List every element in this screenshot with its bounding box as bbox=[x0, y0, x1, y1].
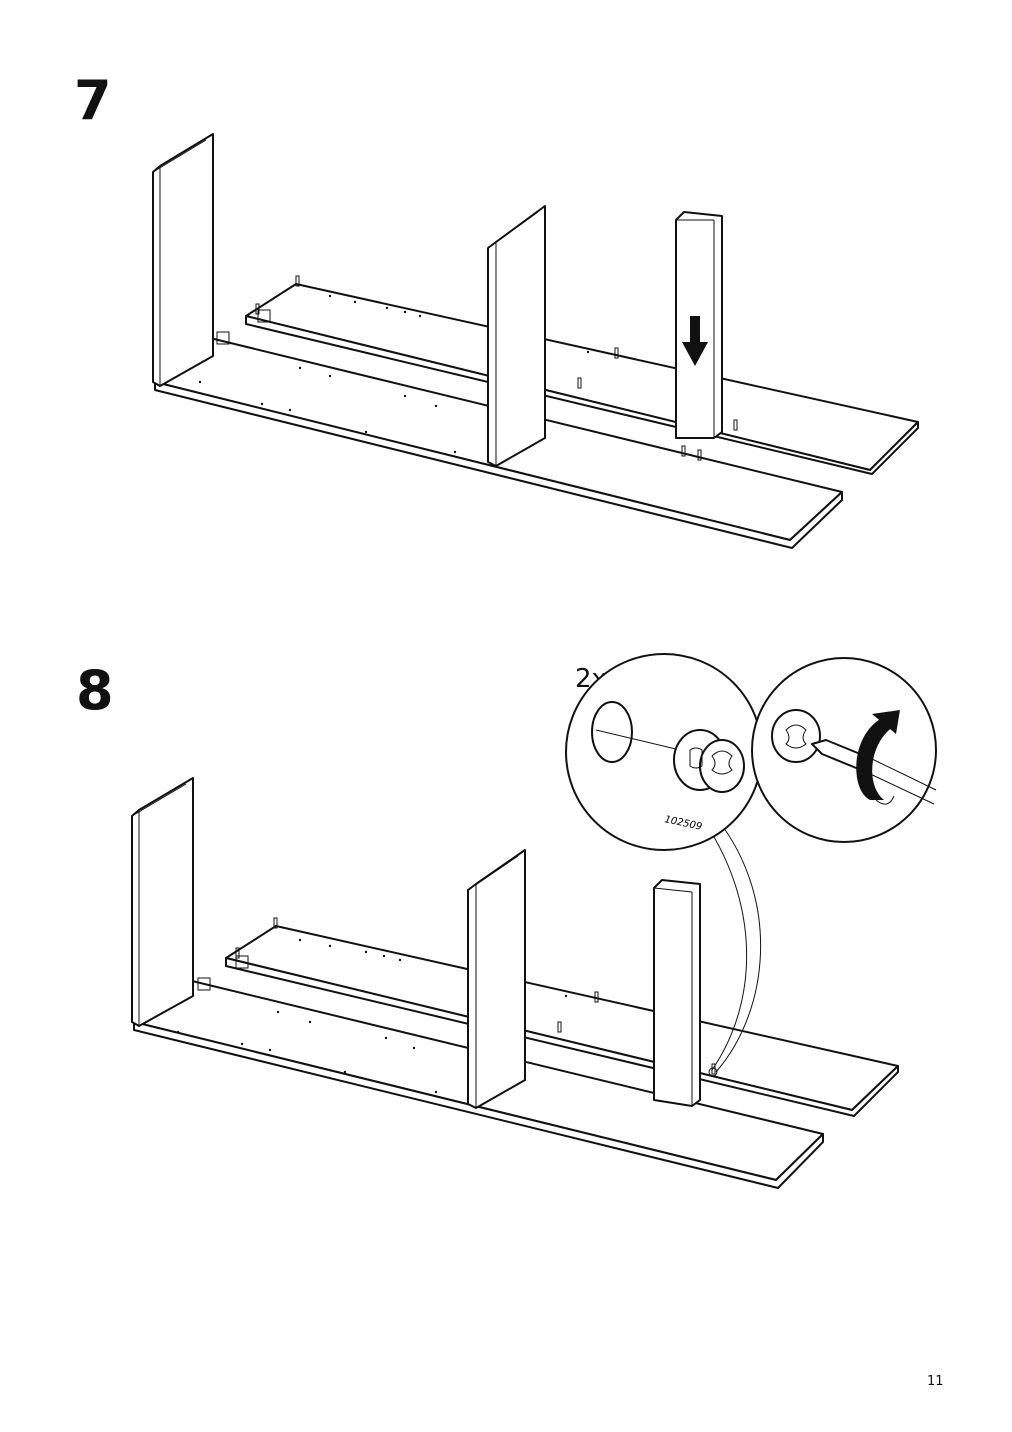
detail-callout-line bbox=[699, 814, 748, 1071]
step-8-illustration: 102509 bbox=[131, 653, 937, 1189]
down-arrow-icon bbox=[682, 316, 708, 366]
step-8-number: 8 bbox=[76, 659, 114, 722]
cam-lock-detail: 102509 bbox=[565, 653, 763, 851]
rear-panel-edge bbox=[225, 957, 899, 1117]
middle-divider bbox=[487, 205, 546, 467]
page-number: 11 bbox=[927, 1374, 944, 1389]
corner-bracket bbox=[197, 977, 211, 991]
left-side-panel bbox=[152, 133, 214, 387]
cam-lock-location bbox=[708, 1067, 718, 1077]
step-7-number: 7 bbox=[74, 69, 112, 132]
bottom-panel-front-edge bbox=[154, 381, 843, 549]
step-7-illustration bbox=[152, 133, 919, 549]
middle-divider bbox=[467, 849, 526, 1109]
rotate-arrow-icon bbox=[856, 710, 900, 805]
wooden-dowels bbox=[235, 917, 716, 1075]
left-side-panel bbox=[131, 777, 194, 1027]
corner-bracket bbox=[257, 309, 271, 323]
screwdriver-icon bbox=[811, 739, 937, 805]
rear-panel-edge bbox=[245, 315, 919, 475]
corner-bracket bbox=[235, 955, 249, 969]
pre-drilled-holes bbox=[198, 294, 590, 454]
pre-drilled-holes bbox=[176, 938, 568, 1094]
bottom-panel-front-edge bbox=[133, 1021, 824, 1189]
new-divider bbox=[653, 879, 701, 1107]
screwdriver-detail bbox=[751, 657, 937, 843]
corner-bracket bbox=[216, 331, 230, 345]
cam-lock-icon bbox=[673, 729, 745, 793]
